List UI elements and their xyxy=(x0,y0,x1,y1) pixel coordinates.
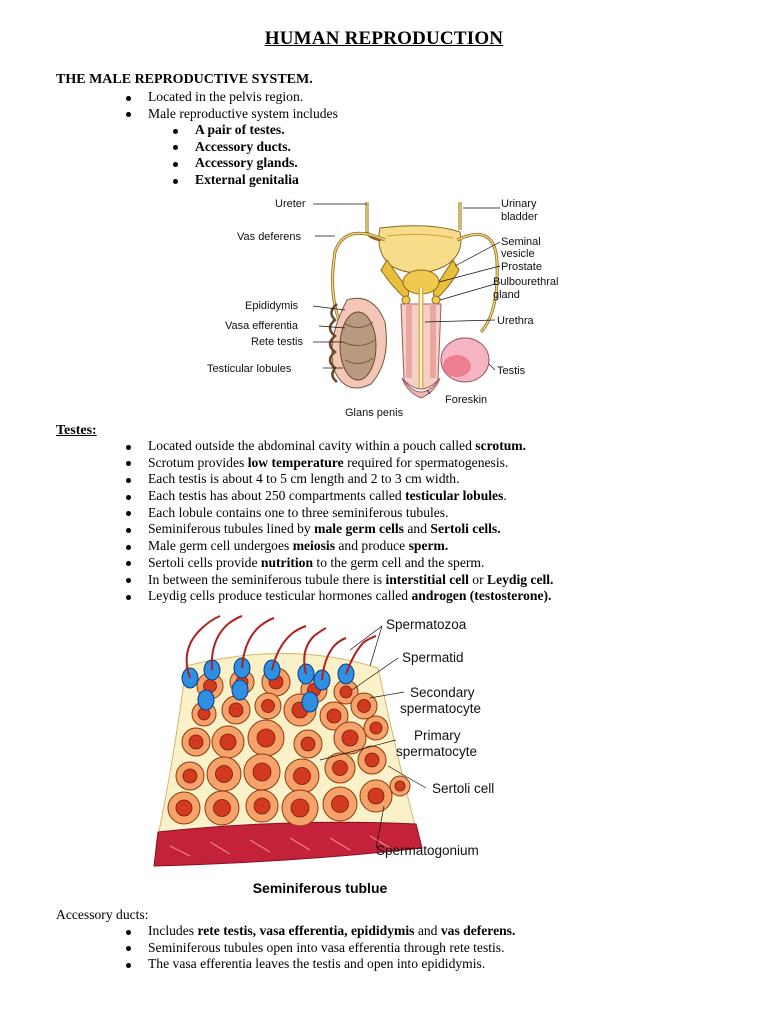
label-urethra: Urethra xyxy=(497,315,535,327)
cell-nucleus xyxy=(175,799,193,817)
list-item: The vasa efferentia leaves the testis an… xyxy=(125,956,515,973)
label-seminal-vesicle-1: Seminal xyxy=(501,236,541,248)
cell-nucleus xyxy=(341,729,359,747)
cell-nucleus xyxy=(394,780,406,792)
cell-nucleus xyxy=(256,728,276,748)
cell-nucleus xyxy=(213,799,231,817)
male-system-heading: THE MALE REPRODUCTIVE SYSTEM. xyxy=(56,72,313,87)
label-secondary-2: spermatocyte xyxy=(400,701,481,716)
cell-nucleus xyxy=(228,702,244,718)
list-item: Each testis is about 4 to 5 cm length an… xyxy=(125,471,553,488)
label-spermatid: Spermatid xyxy=(402,650,464,665)
list-item: Located in the pelvis region. xyxy=(126,89,338,106)
label-glans-penis: Glans penis xyxy=(345,407,404,419)
label-spermatogonium: Spermatogonium xyxy=(376,843,479,858)
label-ureter: Ureter xyxy=(275,198,306,210)
cell-nucleus xyxy=(219,733,237,751)
label-urinary-bladder-2: bladder xyxy=(501,211,538,223)
cell-nucleus xyxy=(182,768,198,784)
cell-nucleus xyxy=(332,760,348,776)
list-item: Male reproductive system includes xyxy=(126,105,338,121)
testes-list: Located outside the abdominal cavity wit… xyxy=(125,438,554,605)
label-spermatozoa: Spermatozoa xyxy=(386,617,467,632)
label-bulbourethral-2: gland xyxy=(493,289,520,301)
male-components-list: A pair of testes. Accessory ducts. Acces… xyxy=(173,122,299,189)
list-item: A pair of testes. xyxy=(173,122,299,139)
label-primary-1: Primary xyxy=(414,728,461,743)
label-testis: Testis xyxy=(497,365,526,377)
list-item: Scrotum provides low temperature require… xyxy=(125,455,553,472)
cell-nucleus xyxy=(188,734,204,750)
accessory-ducts-list: Includes rete testis, vasa efferentia, e… xyxy=(125,923,516,973)
cell-nucleus xyxy=(339,685,353,699)
cell-nucleus xyxy=(331,795,349,813)
list-item: Located outside the abdominal cavity wit… xyxy=(125,438,553,455)
list-item: External genitalia xyxy=(173,172,299,188)
spermatid-head xyxy=(301,691,319,713)
male-reproductive-system-diagram: Ureter Vas deferens Epididymis Vasa effe… xyxy=(207,198,558,419)
cell-nucleus xyxy=(290,798,310,818)
label-testicular-lobules: Testicular lobules xyxy=(207,363,292,375)
cell-nucleus xyxy=(300,736,316,752)
label-foreskin: Foreskin xyxy=(445,394,487,406)
cell-nucleus xyxy=(261,699,275,713)
label-sertoli-cell: Sertoli cell xyxy=(432,781,494,796)
list-item: Accessory glands. xyxy=(173,155,298,171)
cell-nucleus xyxy=(357,699,371,713)
cell-nucleus xyxy=(326,708,342,724)
cell-nucleus xyxy=(293,767,311,785)
label-seminal-vesicle-2: vesicle xyxy=(501,248,535,260)
cell-nucleus xyxy=(215,765,233,783)
list-item: Seminiferous tubules lined by male germ … xyxy=(125,521,553,538)
spermatid-head xyxy=(231,679,249,701)
male-system-list: Located in the pelvis region. Male repro… xyxy=(126,89,338,122)
list-item: Seminiferous tubules open into vasa effe… xyxy=(125,940,515,957)
label-primary-2: spermatocyte xyxy=(396,744,477,759)
cell-nucleus xyxy=(252,762,272,782)
cell-nucleus xyxy=(367,787,385,805)
label-prostate: Prostate xyxy=(501,261,542,273)
list-item: Accessory ducts. xyxy=(173,139,299,156)
list-item: Sertoli cells provide nutrition to the g… xyxy=(125,555,553,572)
page-title: HUMAN REPRODUCTION xyxy=(264,28,504,49)
list-item: In between the seminiferous tubule there… xyxy=(125,571,554,587)
label-epididymis: Epididymis xyxy=(245,300,299,312)
list-item: Leydig cells produce testicular hormones… xyxy=(125,588,553,605)
label-rete-testis: Rete testis xyxy=(251,336,303,348)
label-urinary-bladder-1: Urinary xyxy=(501,198,537,210)
list-item: Includes rete testis, vasa efferentia, e… xyxy=(125,923,516,938)
testes-heading: Testes: xyxy=(56,423,97,438)
cell-nucleus xyxy=(253,797,271,815)
list-item: Each testis has about 250 compartments c… xyxy=(125,488,553,505)
label-bulbourethral-1: Bulbourethral xyxy=(493,276,558,288)
accessory-ducts-heading: Accessory ducts: xyxy=(56,907,149,922)
figure-caption: Seminiferous tublue xyxy=(252,880,388,896)
seminiferous-tubule-diagram: Spermatozoa Spermatid Secondary spermato… xyxy=(153,615,494,867)
label-vasa-efferentia: Vasa efferentia xyxy=(225,320,299,332)
spermatid-head xyxy=(197,689,215,711)
cell-nucleus xyxy=(364,752,380,768)
cell-nucleus xyxy=(369,721,383,735)
list-item: Male germ cell undergoes meiosis and pro… xyxy=(125,538,553,555)
label-vas-deferens: Vas deferens xyxy=(237,231,302,243)
label-secondary-1: Secondary xyxy=(410,685,475,700)
list-item: Each lobule contains one to three semini… xyxy=(125,505,553,522)
